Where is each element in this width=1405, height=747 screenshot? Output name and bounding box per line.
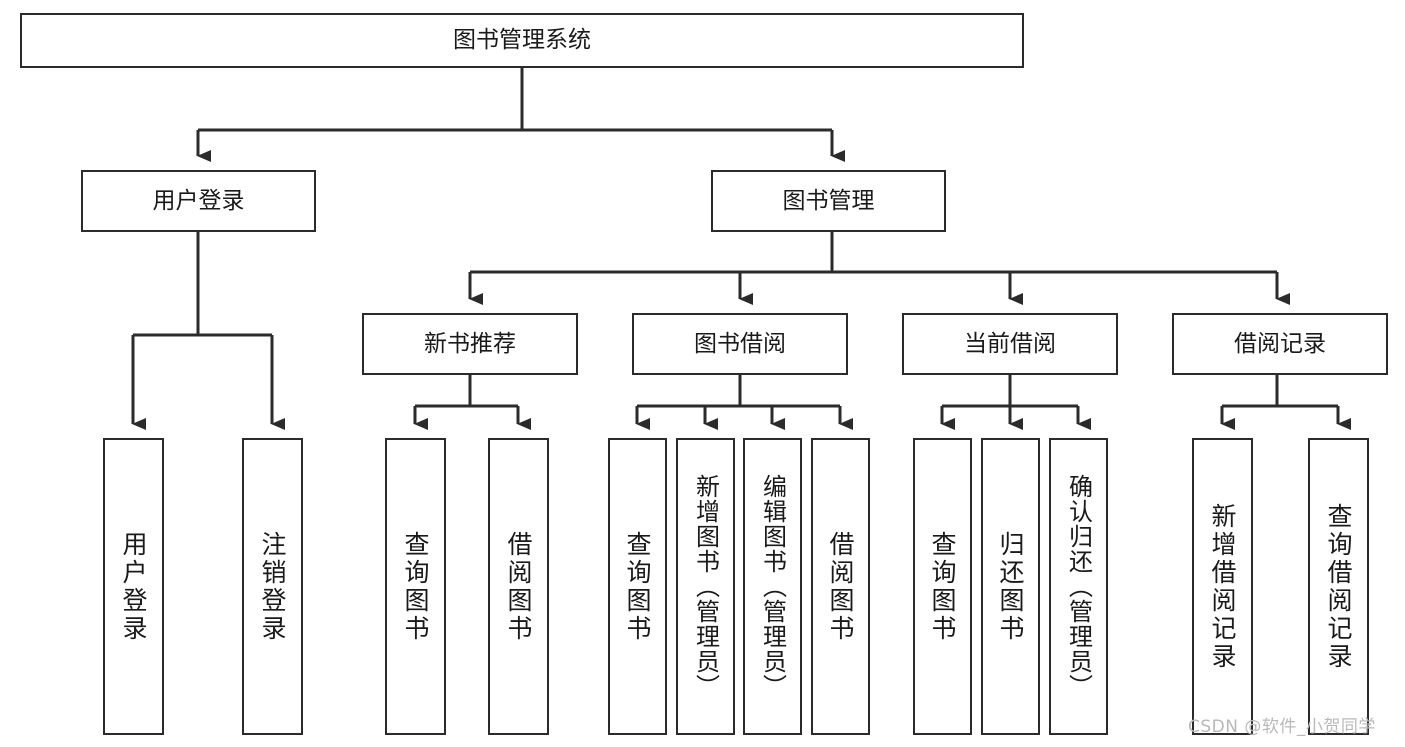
node-leaf-query-borrow-record[interactable]: 查询借阅记录 — [1308, 438, 1369, 735]
node-leaf-confirm-return[interactable]: 确认归还（管理员） — [1049, 438, 1108, 735]
node-label: 查询图书 — [928, 530, 957, 643]
node-label: 注销登录 — [258, 530, 287, 643]
node-label: 新增图书（管理员） — [691, 474, 720, 699]
node-book-manage[interactable]: 图书管理 — [711, 170, 946, 232]
node-label: 借阅图书 — [504, 530, 533, 643]
node-leaf-return-book[interactable]: 归还图书 — [981, 438, 1040, 735]
node-label: 确认归还（管理员） — [1064, 474, 1093, 699]
node-user-login[interactable]: 用户登录 — [81, 170, 316, 232]
node-label: 新增借阅记录 — [1208, 502, 1237, 671]
node-label: 查询图书 — [401, 530, 430, 643]
node-label: 当前借阅 — [964, 330, 1056, 357]
node-leaf-edit-book[interactable]: 编辑图书（管理员） — [743, 438, 802, 735]
node-label: 图书管理系统 — [453, 27, 591, 54]
node-label: 新书推荐 — [424, 330, 516, 357]
node-label: 用户登录 — [152, 187, 245, 214]
node-label: 借阅记录 — [1234, 330, 1326, 357]
node-label: 归还图书 — [996, 530, 1025, 643]
node-leaf-add-book[interactable]: 新增图书（管理员） — [676, 438, 735, 735]
node-leaf-query-book-recommend[interactable]: 查询图书 — [385, 438, 446, 735]
node-label: 借阅图书 — [826, 530, 855, 643]
node-label: 编辑图书（管理员） — [758, 474, 787, 699]
node-leaf-user-login[interactable]: 用户登录 — [103, 438, 164, 735]
node-label: 查询借阅记录 — [1324, 502, 1353, 671]
node-leaf-query-book-current[interactable]: 查询图书 — [913, 438, 972, 735]
node-leaf-logout-login[interactable]: 注销登录 — [242, 438, 303, 735]
node-current-borrow[interactable]: 当前借阅 — [902, 313, 1118, 375]
node-label: 查询图书 — [623, 530, 652, 643]
node-label: 用户登录 — [119, 530, 148, 643]
node-leaf-add-borrow-record[interactable]: 新增借阅记录 — [1192, 438, 1253, 735]
node-label: 图书借阅 — [694, 330, 786, 357]
node-book-management-system[interactable]: 图书管理系统 — [20, 13, 1024, 68]
node-new-book-recommend[interactable]: 新书推荐 — [362, 313, 578, 375]
node-leaf-query-book-borrow[interactable]: 查询图书 — [608, 438, 667, 735]
node-book-borrow[interactable]: 图书借阅 — [632, 313, 848, 375]
node-borrow-record[interactable]: 借阅记录 — [1172, 313, 1388, 375]
node-leaf-borrow-book[interactable]: 借阅图书 — [811, 438, 870, 735]
csdn-watermark: CSDN @软件_小贺同学 — [1188, 717, 1376, 737]
node-leaf-borrow-book-recommend[interactable]: 借阅图书 — [488, 438, 549, 735]
node-label: 图书管理 — [782, 187, 875, 214]
